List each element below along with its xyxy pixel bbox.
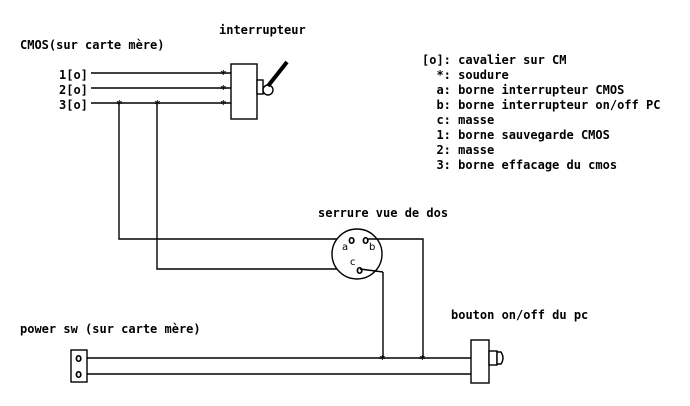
wire-lock-stub <box>359 268 384 273</box>
legend-line: 3: borne effacage du cmos <box>422 158 617 172</box>
button-cap <box>496 351 504 365</box>
legend-line: [o]: cavalier sur CM <box>422 53 567 67</box>
solder-mark: * <box>379 353 386 366</box>
solder-mark: * <box>220 98 227 111</box>
cmos-pin-2: 2[o] <box>59 83 88 97</box>
lock-label-a: a <box>342 242 348 253</box>
wire-branch-c <box>156 103 360 270</box>
power-sw-title: power sw (sur carte mère) <box>20 322 201 336</box>
legend-line: *: soudure <box>422 68 509 82</box>
cmos-title: CMOS(sur carte mère) <box>20 38 165 52</box>
power-sw-header <box>70 349 88 383</box>
power-sw-pin-o: o <box>75 367 82 381</box>
legend-line: 1: borne sauvegarde CMOS <box>422 128 610 142</box>
button-title: bouton on/off du pc <box>451 308 588 322</box>
wire-lock-b <box>368 238 424 358</box>
lock-label-c: c <box>350 257 356 268</box>
lock-title: serrure vue de dos <box>318 206 448 220</box>
switch-neck <box>256 79 264 95</box>
switch-body <box>230 63 258 120</box>
lock-terminal-o: o <box>356 263 363 277</box>
switch-pivot <box>262 84 274 96</box>
lock-terminal-o: o <box>348 233 355 247</box>
legend: [o]: cavalier sur CM *: soudure a: borne… <box>422 53 660 172</box>
solder-mark: * <box>419 353 426 366</box>
cmos-pin-1: 1[o] <box>59 68 88 82</box>
legend-line: 2: masse <box>422 143 494 157</box>
legend-line: b: borne interrupteur on/off PC <box>422 98 660 112</box>
button-neck <box>488 350 498 366</box>
solder-mark: * <box>220 68 227 81</box>
switch-title: interrupteur <box>219 23 306 37</box>
legend-line: a: borne interrupteur CMOS <box>422 83 624 97</box>
wire-branch-a <box>118 103 352 240</box>
solder-mark: * <box>220 83 227 96</box>
lock-label-b: b <box>369 242 375 253</box>
cmos-pin-3: 3[o] <box>59 98 88 112</box>
power-sw-pin-o: o <box>75 351 82 365</box>
switch-lever <box>266 60 289 88</box>
button-body <box>470 339 490 384</box>
lock-body <box>331 228 383 280</box>
legend-line: c: masse <box>422 113 494 127</box>
lock-terminal-o: o <box>362 233 369 247</box>
